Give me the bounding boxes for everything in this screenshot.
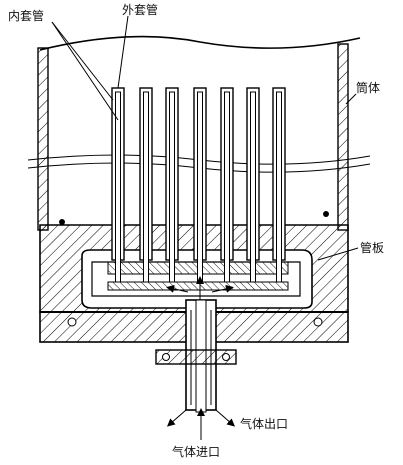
- label-outer-tube: 外套管: [122, 2, 158, 17]
- shell: [27, 35, 371, 231]
- leader-lines: [51, 15, 359, 261]
- inner-tubes: [115, 91, 282, 283]
- label-shell: 筒体: [356, 80, 380, 95]
- label-inner-tube: 内套管: [8, 8, 44, 23]
- label-gas-outlet: 气体出口: [240, 416, 288, 431]
- label-gas-inlet: 气体进口: [172, 444, 220, 459]
- chamber-flow-arrows: [166, 276, 234, 300]
- label-tube-sheet: 管板: [360, 240, 384, 255]
- gas-nozzle: [155, 299, 237, 440]
